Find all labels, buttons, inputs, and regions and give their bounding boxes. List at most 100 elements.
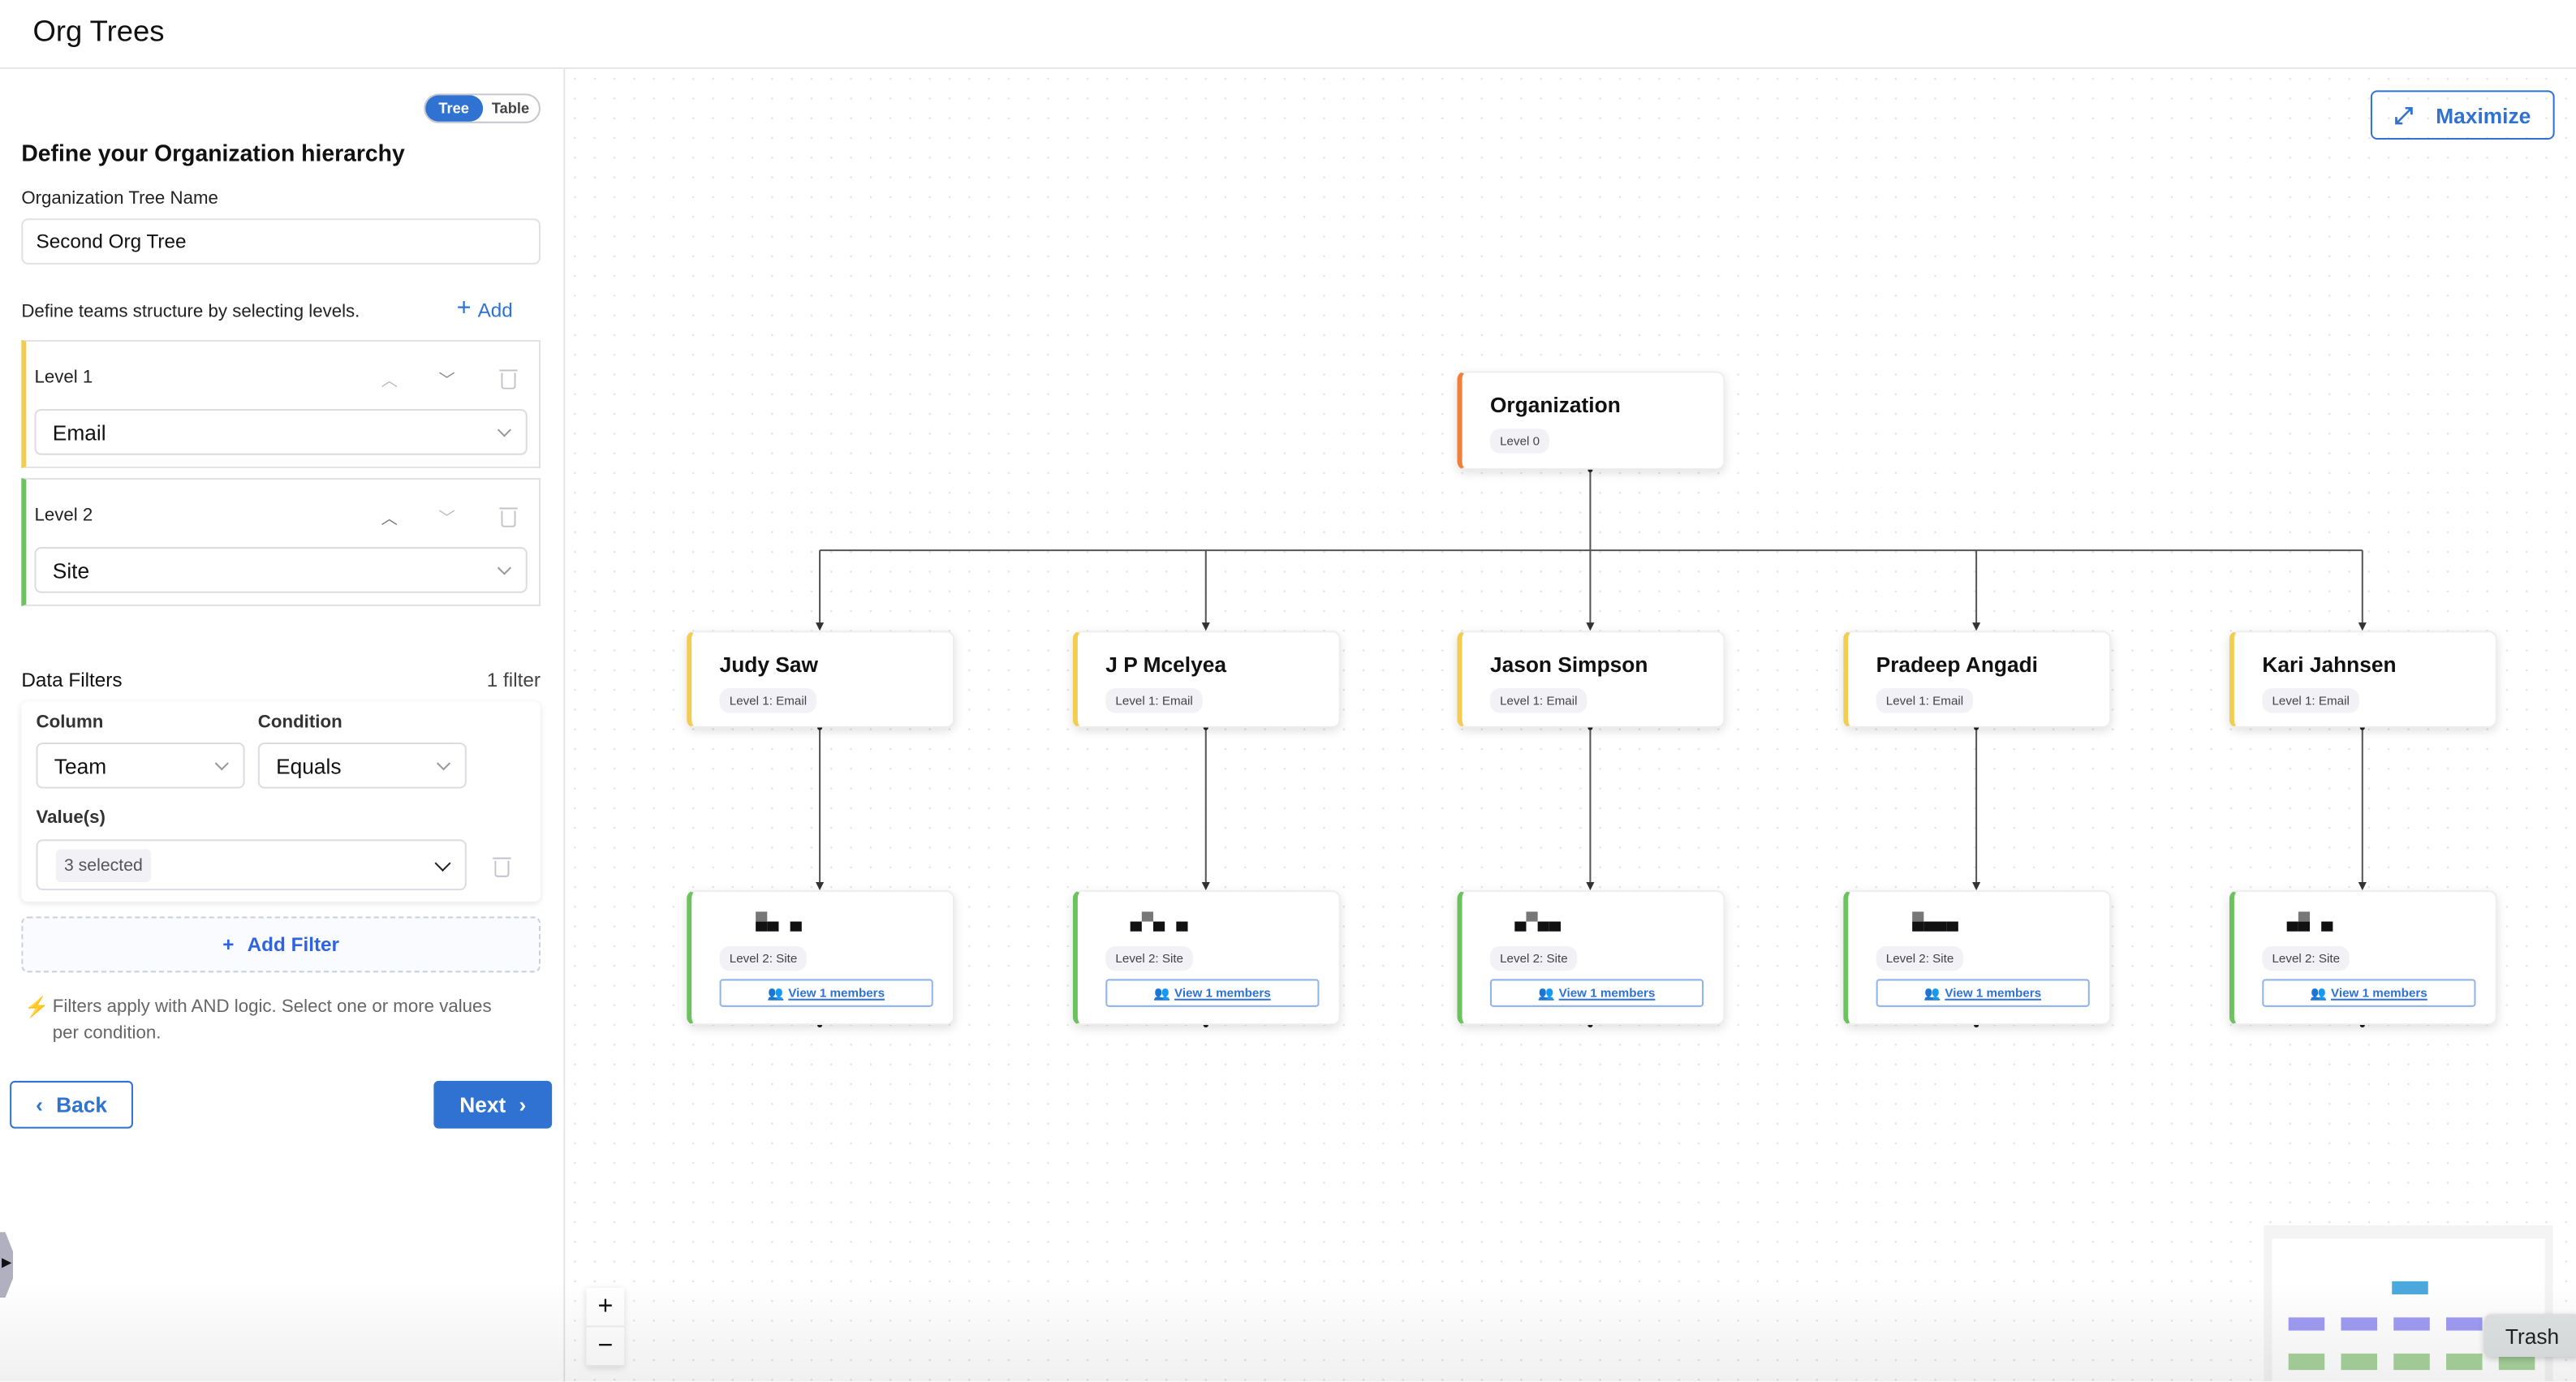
zoom-in-button[interactable]: + (586, 1287, 625, 1328)
back-button[interactable]: ‹Back (10, 1080, 133, 1129)
minimap[interactable] (2264, 1225, 2553, 1382)
trash-tooltip: Trash (2483, 1314, 2576, 1357)
level2-node[interactable]: Level 2: Site 👥View 1 members (1843, 890, 2112, 1026)
toggle-tree[interactable]: Tree (425, 95, 483, 122)
minimap-node (2498, 1353, 2535, 1371)
level-chip: Level 1: Email (719, 688, 817, 713)
level-chip: Level 2: Site (719, 945, 808, 971)
trash-icon[interactable] (493, 857, 511, 877)
zoom-controls: + − (586, 1287, 625, 1367)
arrowhead (1972, 622, 1981, 631)
arrowhead (1201, 881, 1210, 891)
level-chip: Level 1: Email (1105, 688, 1203, 713)
level2-node[interactable]: Level 2: Site 👥View 1 members (2229, 890, 2497, 1026)
level-chip: Level 1: Email (1489, 688, 1587, 713)
chevron-down-icon (436, 756, 451, 771)
level-chip: Level 1: Email (1876, 688, 1974, 713)
chevron-down-icon (434, 854, 451, 871)
expand-icon: ⤢ (2394, 101, 2413, 127)
level2-node[interactable]: Level 2: Site 👥View 1 members (687, 890, 955, 1026)
level-chip: Level 0 (1489, 428, 1550, 454)
level-chip: Level 2: Site (1876, 945, 1964, 971)
trash-icon[interactable] (499, 507, 518, 527)
users-icon: 👥 (1538, 985, 1554, 1001)
arrowhead (2358, 881, 2367, 891)
level-2-select[interactable]: Site (34, 547, 528, 593)
view-members-link[interactable]: 👥View 1 members (1489, 979, 1704, 1007)
toggle-table[interactable]: Table (491, 100, 530, 117)
zoom-out-button[interactable]: − (586, 1327, 625, 1367)
minimap-node (2288, 1353, 2325, 1371)
move-up-icon[interactable]: ︿ (381, 372, 398, 391)
chevron-down-icon (214, 756, 229, 771)
tree-name-label: Organization Tree Name (21, 188, 218, 209)
minimap-node (2288, 1317, 2325, 1331)
level-chip: Level 2: Site (2262, 945, 2350, 971)
page-title: Org Trees (32, 15, 165, 48)
root-node[interactable]: Organization Level 0 (1457, 371, 1725, 470)
users-icon: 👥 (768, 985, 784, 1001)
arrowhead (1586, 881, 1595, 891)
view-members-link[interactable]: 👥View 1 members (719, 979, 933, 1007)
plus-icon: + (456, 294, 472, 322)
levels-hint: Define teams structure by selecting leve… (21, 302, 360, 322)
filter-card: Column Condition Team Equals Value(s) 3 … (21, 701, 541, 902)
move-down-icon[interactable]: ﹀ (438, 372, 455, 391)
arrowhead (1201, 622, 1210, 631)
condition-select[interactable]: Equals (257, 742, 467, 789)
chevron-down-icon (497, 423, 512, 437)
arrowhead (2358, 622, 2367, 631)
users-icon: 👥 (1154, 985, 1170, 1001)
filter-note: Filters apply with AND logic. Select one… (52, 997, 492, 1044)
maximize-button[interactable]: ⤢Maximize (2370, 90, 2555, 140)
sidebar: Tree Table Define your Organization hier… (0, 69, 566, 1382)
level-label: Level 2 (34, 506, 93, 526)
level-card-1: Level 1 ︿ ﹀ Email (21, 340, 541, 468)
arrowhead (1972, 881, 1981, 891)
panel-expand-handle[interactable]: ▶ (0, 1232, 14, 1298)
add-level-button[interactable]: +Add (456, 294, 513, 322)
level-label: Level 1 (34, 368, 93, 388)
view-members-link[interactable]: 👥View 1 members (1105, 979, 1320, 1007)
arrowhead (816, 881, 825, 891)
chevron-right-icon: › (519, 1092, 527, 1117)
level2-node[interactable]: Level 2: Site👥View 1 members (1072, 890, 1341, 1026)
view-toggle[interactable]: Tree Table (424, 93, 541, 123)
level-1-select[interactable]: Email (34, 409, 528, 455)
filter-count: 1 filter (486, 668, 541, 692)
chevron-down-icon (497, 561, 512, 575)
level-card-2: Level 2 ︿ ﹀ Site (21, 478, 541, 606)
arrowhead (1586, 622, 1595, 631)
trash-icon[interactable] (499, 369, 518, 390)
tree-name-input[interactable]: Second Org Tree (21, 218, 541, 265)
lightning-icon: ⚡ (24, 995, 50, 1019)
view-members-link[interactable]: 👥View 1 members (2262, 979, 2476, 1007)
move-down-icon[interactable]: ﹀ (438, 510, 455, 529)
view-members-link[interactable]: 👥View 1 members (1876, 979, 2090, 1007)
values-select[interactable]: 3 selected (36, 839, 467, 891)
users-icon: 👥 (1924, 985, 1941, 1001)
filters-title: Data Filters (21, 668, 123, 692)
level-chip: Level 1: Email (2262, 688, 2359, 713)
column-select[interactable]: Team (36, 742, 245, 789)
minimap-node (2393, 1353, 2430, 1371)
add-filter-button[interactable]: +Add Filter (21, 916, 541, 973)
chevron-left-icon: ‹ (36, 1092, 43, 1117)
next-button[interactable]: Next› (433, 1080, 553, 1129)
section-heading: Define your Organization hierarchy (21, 140, 405, 166)
minimap-node (2393, 1317, 2430, 1331)
move-up-icon[interactable]: ︿ (381, 510, 398, 529)
column-label: Column (36, 713, 104, 733)
level2-node[interactable]: Level 2: Site 👥View 1 members (1457, 890, 1725, 1026)
level-chip: Level 2: Site (1489, 945, 1578, 971)
minimap-node (2341, 1317, 2378, 1331)
arrowhead (816, 622, 825, 631)
values-label: Value(s) (36, 807, 106, 829)
triangle-right-icon: ▶ (2, 1255, 12, 1270)
